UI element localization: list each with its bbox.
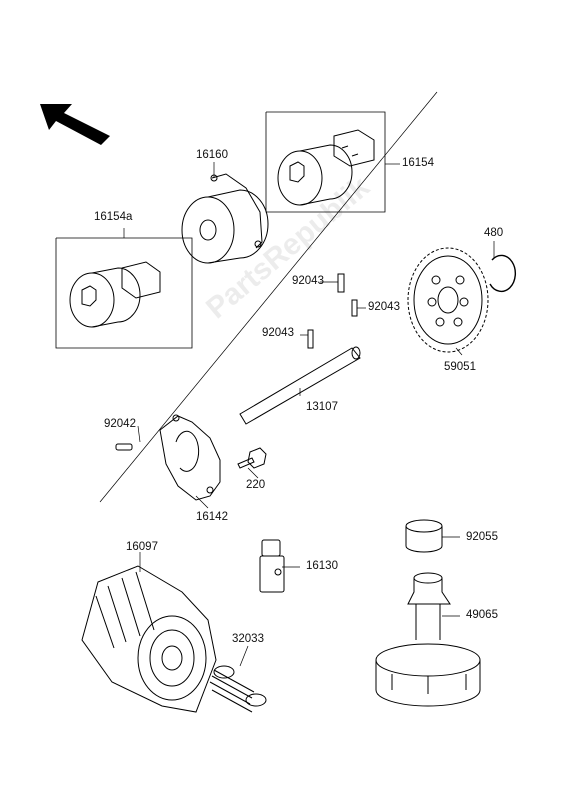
inner-rotor-16154a bbox=[121, 261, 161, 299]
part-label-92043-right: 92043 bbox=[368, 301, 400, 313]
part-label-92043-left: 92043 bbox=[262, 327, 294, 339]
bracket-16154a bbox=[55, 237, 193, 349]
pump-body-16142 bbox=[159, 414, 221, 501]
dowel-pin-92043-left bbox=[307, 329, 314, 349]
leader-lines bbox=[123, 162, 495, 667]
part-label-13107: 13107 bbox=[306, 401, 338, 413]
bolt-220 bbox=[237, 447, 267, 469]
circlip-480 bbox=[489, 254, 517, 293]
part-label-32033: 32033 bbox=[232, 633, 264, 645]
cap-92055 bbox=[405, 519, 443, 553]
part-label-59051: 59051 bbox=[444, 361, 476, 373]
part-label-49065: 49065 bbox=[466, 609, 498, 621]
spring-32033 bbox=[209, 665, 267, 713]
dowel-pin-92043-top bbox=[337, 273, 345, 293]
part-label-16097: 16097 bbox=[126, 541, 158, 553]
part-label-480: 480 bbox=[484, 227, 504, 239]
inner-rotor-16154 bbox=[333, 129, 375, 167]
part-label-16160: 16160 bbox=[196, 149, 228, 161]
pin-92042 bbox=[115, 443, 133, 451]
front-direction-arrow-icon bbox=[40, 104, 110, 145]
outer-rotor-16154 bbox=[277, 144, 353, 206]
pump-shaft-13107 bbox=[239, 346, 361, 425]
part-label-92042: 92042 bbox=[104, 418, 136, 430]
part-label-220: 220 bbox=[246, 479, 266, 491]
part-label-16154: 16154 bbox=[402, 157, 434, 169]
bracket-16154 bbox=[265, 111, 386, 213]
dowel-pin-92043-right bbox=[351, 299, 358, 317]
pump-cover-16160 bbox=[181, 173, 269, 264]
oil-filter-16097 bbox=[81, 565, 217, 713]
strainer-49065 bbox=[375, 572, 481, 707]
part-label-16154a: 16154a bbox=[94, 211, 133, 223]
part-label-92043-top: 92043 bbox=[292, 275, 324, 287]
part-label-16130: 16130 bbox=[306, 560, 338, 572]
part-label-92055: 92055 bbox=[466, 531, 498, 543]
relief-valve-16130 bbox=[259, 539, 285, 593]
pump-axis-line bbox=[99, 91, 438, 503]
outer-rotor-16154a bbox=[69, 267, 141, 328]
sprocket-59051 bbox=[407, 247, 489, 353]
part-label-16142: 16142 bbox=[196, 511, 228, 523]
